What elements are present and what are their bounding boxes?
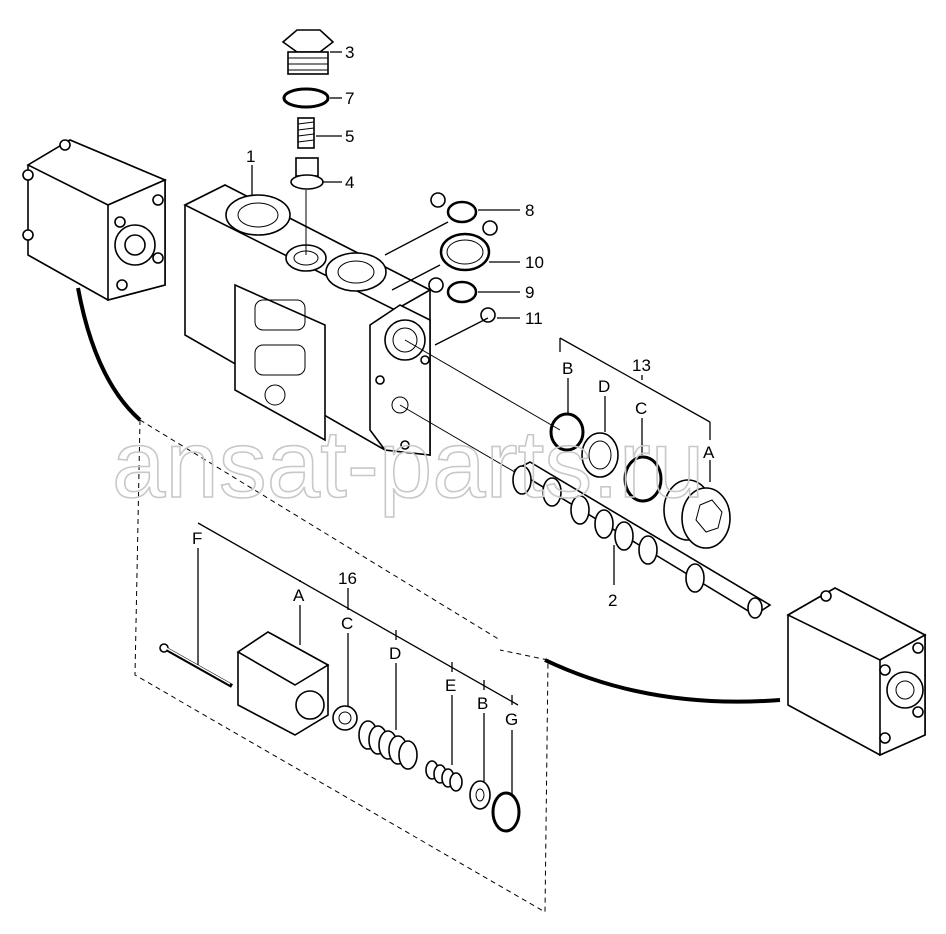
label-kit16-f: F [192, 529, 202, 548]
kit13-ring-b [549, 412, 585, 452]
kit13-washer-d [581, 432, 619, 478]
label-5: 5 [345, 127, 354, 146]
kit16-bolt-f [159, 643, 233, 688]
spring-5 [297, 117, 315, 149]
seal-group [428, 192, 498, 323]
label-kit16-b: B [477, 694, 488, 713]
label-kit13-b: B [562, 359, 573, 378]
label-kit13-a: A [703, 443, 715, 462]
leader-lines [197, 51, 711, 794]
label-4: 4 [345, 173, 354, 192]
kit16-spring-d [358, 720, 418, 770]
label-9: 9 [525, 283, 534, 302]
label-13: 13 [632, 356, 651, 375]
label-kit16-e: E [445, 676, 456, 695]
watermark: ansat-parts.ru [112, 411, 704, 518]
valve-body [183, 184, 432, 456]
kit13-ring-c [623, 455, 663, 503]
o-ring-7 [282, 87, 330, 109]
connector-curve-left [76, 287, 142, 422]
plug-3 [281, 29, 335, 75]
label-16: 16 [338, 569, 357, 588]
right-cap-housing [786, 587, 927, 757]
label-7: 7 [345, 89, 354, 108]
kit16-washer-b [469, 780, 491, 810]
kit16-spring-e [425, 760, 463, 792]
label-kit16-a: A [293, 586, 305, 605]
poppet-4 [290, 157, 324, 190]
label-8: 8 [525, 201, 534, 220]
label-1: 1 [246, 147, 255, 166]
kit16-cap-a [236, 631, 330, 736]
kit16-ring-g [491, 791, 521, 833]
kit13-plug-a [663, 479, 731, 549]
label-10: 10 [525, 253, 544, 272]
kit16-seat-c [332, 705, 358, 731]
left-cap-housing [22, 139, 168, 302]
label-kit13-c: C [635, 399, 647, 418]
label-11: 11 [525, 309, 543, 328]
label-kit16-d: D [389, 644, 401, 663]
spool-2 [399, 339, 772, 619]
connector-curve-right [544, 658, 781, 704]
label-kit16-c: C [341, 614, 353, 633]
label-kit16-g: G [505, 710, 518, 729]
label-3: 3 [345, 43, 354, 62]
label-kit13-d: D [598, 377, 610, 396]
label-2: 2 [608, 591, 617, 610]
